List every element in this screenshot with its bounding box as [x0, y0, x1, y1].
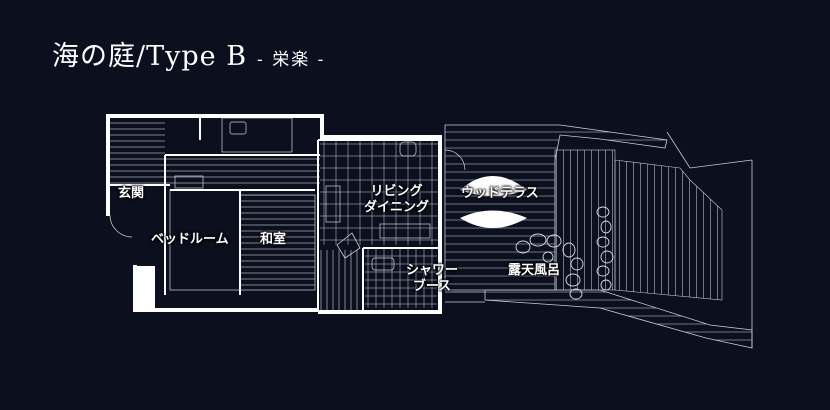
floor-plan-title: 海の庭/Type B - 栄楽 - [52, 34, 325, 73]
interior-walls [110, 118, 440, 310]
bath-stones [515, 206, 614, 300]
room-label-wood-terrace: ウッドテラス [461, 186, 539, 201]
room-label-shower: シャワー [406, 263, 459, 278]
room-label-rotenburo: 露天風呂 [508, 263, 561, 278]
room-label-living-dining: リビング ダイニング [364, 184, 429, 216]
room-label-booth: ブース [412, 279, 452, 294]
room-label-dining: ダイニング [364, 200, 430, 215]
bedroom-floor [169, 189, 241, 291]
room-label-bedroom: ベッドルーム [151, 232, 229, 247]
title-subtitle: - 栄楽 - [257, 50, 326, 70]
room-label-living: リビング [370, 184, 423, 199]
room-label-entrance: 玄関 [118, 186, 145, 201]
terrace-lens-decor [460, 176, 527, 228]
interior-floors [109, 117, 466, 310]
room-label-washitsu: 和室 [260, 232, 287, 247]
exterior-pillar [133, 266, 155, 312]
room-label-shower-booth: シャワー ブース [406, 263, 458, 295]
terrace-area [444, 124, 753, 349]
title-main: 海の庭/Type B [52, 41, 248, 72]
